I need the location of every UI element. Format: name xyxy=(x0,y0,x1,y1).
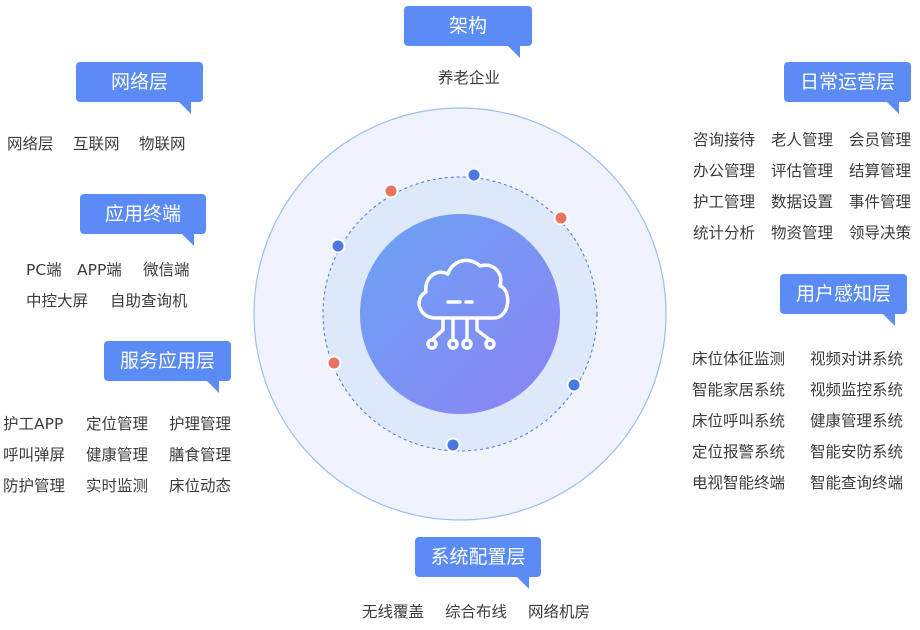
perception-item: 健康管理系统 xyxy=(810,412,904,430)
service-item: 实时监测 xyxy=(86,477,149,495)
perception-item: 床位体征监测 xyxy=(692,350,786,368)
orbit-node-blue xyxy=(566,377,582,393)
orbit-nodes xyxy=(326,167,582,453)
service-item: 呼叫弹屏 xyxy=(3,446,66,464)
perception-item: 智能查询终端 xyxy=(810,474,904,492)
orbit-node-red xyxy=(383,183,399,199)
terminal-item: 自助查询机 xyxy=(110,292,188,310)
core-circle xyxy=(360,214,560,414)
service-item: 护理管理 xyxy=(169,415,232,433)
config-item: 无线覆盖 xyxy=(362,603,425,621)
network-item: 互联网 xyxy=(73,135,120,153)
perception-title: 用户感知层 xyxy=(780,274,907,326)
operations-item: 老人管理 xyxy=(771,131,834,149)
service-item: 防护管理 xyxy=(3,477,66,495)
operations-item: 数据设置 xyxy=(771,193,834,211)
dashed-orbit xyxy=(322,176,598,452)
operations-item: 办公管理 xyxy=(693,162,756,180)
terminal-item: 中控大屏 xyxy=(26,292,89,310)
service-title: 服务应用层 xyxy=(104,341,231,393)
operations-item: 会员管理 xyxy=(849,131,912,149)
orbit-node-blue xyxy=(466,167,482,183)
config-title: 系统配置层 xyxy=(415,537,541,589)
perception-item: 智能家居系统 xyxy=(692,381,786,399)
orbit-node-blue xyxy=(445,437,461,453)
architecture-item: 养老企业 xyxy=(438,69,501,87)
service-item: 床位动态 xyxy=(169,477,232,495)
config-item: 综合布线 xyxy=(445,603,508,621)
service-item: 健康管理 xyxy=(86,446,149,464)
terminal-title: 应用终端 xyxy=(80,194,206,246)
orbit-node-red xyxy=(553,210,569,226)
perception-item: 床位呼叫系统 xyxy=(692,412,786,430)
service-item: 护工APP xyxy=(3,415,64,433)
service-item: 定位管理 xyxy=(86,415,149,433)
operations-item: 评估管理 xyxy=(771,162,834,180)
network-item: 物联网 xyxy=(139,135,186,153)
perception-item: 智能安防系统 xyxy=(810,443,904,461)
operations-item: 结算管理 xyxy=(849,162,912,180)
orbit-node-blue xyxy=(330,238,346,254)
network-title: 网络层 xyxy=(76,62,203,114)
orbit-node-red xyxy=(326,355,342,371)
operations-item: 事件管理 xyxy=(849,193,912,211)
perception-item: 电视智能终端 xyxy=(692,474,786,492)
operations-item: 物资管理 xyxy=(771,224,834,242)
service-item: 膳食管理 xyxy=(169,446,232,464)
terminal-item: APP端 xyxy=(77,261,122,279)
perception-item: 定位报警系统 xyxy=(692,443,786,461)
terminal-item: 微信端 xyxy=(143,261,190,279)
perception-item: 视频监控系统 xyxy=(810,381,904,399)
cloud-network-icon xyxy=(417,258,510,350)
operations-title: 日常运营层 xyxy=(784,62,911,114)
operations-item: 咨询接待 xyxy=(693,131,756,149)
perception-item: 视频对讲系统 xyxy=(810,350,904,368)
network-item: 网络层 xyxy=(7,135,54,153)
operations-item: 护工管理 xyxy=(693,193,756,211)
operations-item: 领导决策 xyxy=(849,224,912,242)
architecture-title: 架构 xyxy=(404,6,532,58)
operations-item: 统计分析 xyxy=(693,224,756,242)
terminal-item: PC端 xyxy=(26,261,62,279)
config-item: 网络机房 xyxy=(528,603,591,621)
